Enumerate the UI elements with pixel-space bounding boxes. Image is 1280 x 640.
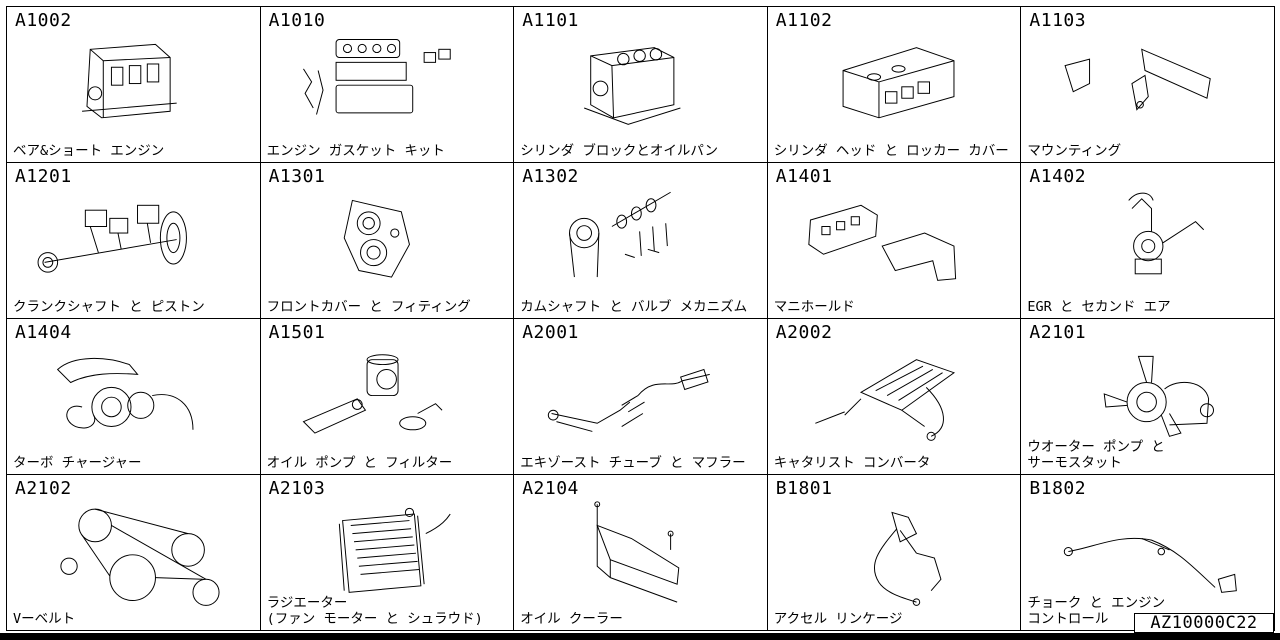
part-label: Vーベルト	[13, 611, 76, 627]
egr-valve-icon	[1045, 189, 1245, 295]
part-cell-a1102[interactable]: A1102 シリンダ ヘッド と ロッカー カバー	[767, 7, 1022, 163]
part-cell-b1801[interactable]: B1801 アクセル リンケージ	[767, 475, 1022, 631]
part-label: EGR と セカンド エア	[1027, 299, 1171, 315]
part-cell-a1501[interactable]: A1501 オイル ポンプ と フィルター	[260, 319, 515, 475]
bottom-rule	[0, 633, 1280, 640]
part-label: クランクシャフト と ピストン	[13, 299, 205, 315]
catalytic-converter-icon	[792, 345, 992, 451]
front-cover-icon	[285, 189, 485, 295]
part-cell-a1302[interactable]: A1302 カムシャフト と バルブ メカニズム	[514, 163, 768, 319]
turbocharger-icon	[31, 345, 231, 451]
part-cell-a2002[interactable]: A2002 キャタリスト コンバータ	[767, 319, 1022, 475]
part-code: A2102	[15, 478, 72, 499]
part-label: フロントカバー と フィティング	[266, 299, 471, 315]
part-label: エンジン ガスケット キット	[266, 143, 445, 159]
part-label: チョーク と エンジン コントロール	[1027, 595, 1166, 627]
part-code: A2002	[775, 322, 833, 343]
part-code: A1010	[268, 10, 326, 31]
part-cell-a1404[interactable]: A1404 ターボ チャージャー	[7, 319, 261, 475]
part-cell-a2001[interactable]: A2001 エキゾースト チューブ と マフラー	[514, 319, 768, 475]
part-code: A1103	[1029, 10, 1087, 31]
part-cell-a1201[interactable]: A1201 クランクシャフト と ピストン	[7, 163, 261, 319]
oil-cooler-icon	[538, 501, 738, 607]
exhaust-muffler-icon	[538, 345, 738, 451]
part-code: A1404	[15, 322, 72, 343]
oil-pump-filter-icon	[285, 345, 485, 451]
cylinder-head-icon	[792, 33, 992, 139]
part-code: A1501	[268, 322, 326, 343]
gasket-kit-icon	[285, 33, 485, 139]
part-label: シリンダ ブロックとオイルパン	[520, 143, 718, 159]
part-cell-a2104[interactable]: A2104 オイル クーラー	[514, 475, 768, 631]
v-belt-icon	[31, 501, 231, 607]
part-label: マニホールド	[773, 299, 855, 315]
part-code: A2101	[1029, 322, 1087, 343]
radiator-icon	[285, 501, 485, 607]
part-cell-a1401[interactable]: A1401 マニホールド	[767, 163, 1022, 319]
part-cell-a1103[interactable]: A1103 マウンティング	[1021, 7, 1275, 163]
camshaft-valve-icon	[538, 189, 738, 295]
part-code: A1402	[1029, 166, 1087, 187]
cylinder-block-icon	[538, 33, 738, 139]
engine-block-icon	[31, 33, 231, 139]
manifold-icon	[792, 189, 992, 295]
part-code: B1801	[775, 478, 833, 499]
part-label: アクセル リンケージ	[773, 611, 903, 627]
part-label: ラジエーター (ファン モーター と シュラウド)	[266, 595, 483, 627]
part-code: A1401	[775, 166, 833, 187]
part-label: オイル ポンプ と フィルター	[266, 455, 453, 471]
part-code: A1201	[15, 166, 72, 187]
part-code: A2103	[268, 478, 326, 499]
part-cell-a1301[interactable]: A1301 フロントカバー と フィティング	[260, 163, 515, 319]
part-label: ターボ チャージャー	[13, 455, 142, 471]
part-code: B1802	[1029, 478, 1087, 499]
part-cell-a2101[interactable]: A2101 ウオーター ポンプ と サーモスタット	[1021, 319, 1275, 475]
water-pump-icon	[1045, 345, 1245, 451]
part-cell-b1802[interactable]: B1802 チョーク と エンジン コントロール	[1021, 475, 1275, 631]
part-cell-a1101[interactable]: A1101 シリンダ ブロックとオイルパン	[514, 7, 768, 163]
reference-code: AZ10000C22	[1134, 613, 1274, 633]
mounting-icon	[1045, 33, 1245, 139]
part-code: A2104	[522, 478, 579, 499]
part-label: マウンティング	[1027, 143, 1122, 159]
part-label: カムシャフト と バルブ メカニズム	[520, 299, 748, 315]
parts-catalog-grid: A1002 ベア&ショート エンジン A1010 エンジン ガスケット キット A110…	[6, 6, 1275, 631]
part-code: A1302	[522, 166, 579, 187]
part-code: A1102	[775, 10, 833, 31]
part-cell-a1002[interactable]: A1002 ベア&ショート エンジン	[7, 7, 261, 163]
part-code: A2001	[522, 322, 579, 343]
choke-cable-icon	[1045, 501, 1245, 607]
accelerator-linkage-icon	[792, 501, 992, 607]
part-label: オイル クーラー	[520, 611, 623, 627]
part-cell-a2103[interactable]: A2103 ラジエーター (ファン モーター と シュラウド)	[260, 475, 515, 631]
part-cell-a1010[interactable]: A1010 エンジン ガスケット キット	[260, 7, 515, 163]
part-label: ウオーター ポンプ と サーモスタット	[1027, 439, 1165, 471]
part-label: ベア&ショート エンジン	[13, 143, 165, 159]
crankshaft-piston-icon	[31, 189, 231, 295]
part-code: A1002	[15, 10, 72, 31]
part-code: A1101	[522, 10, 579, 31]
part-label: キャタリスト コンバータ	[773, 455, 931, 471]
part-code: A1301	[268, 166, 326, 187]
part-label: エキゾースト チューブ と マフラー	[520, 455, 746, 471]
part-label: シリンダ ヘッド と ロッカー カバー	[773, 143, 1009, 159]
